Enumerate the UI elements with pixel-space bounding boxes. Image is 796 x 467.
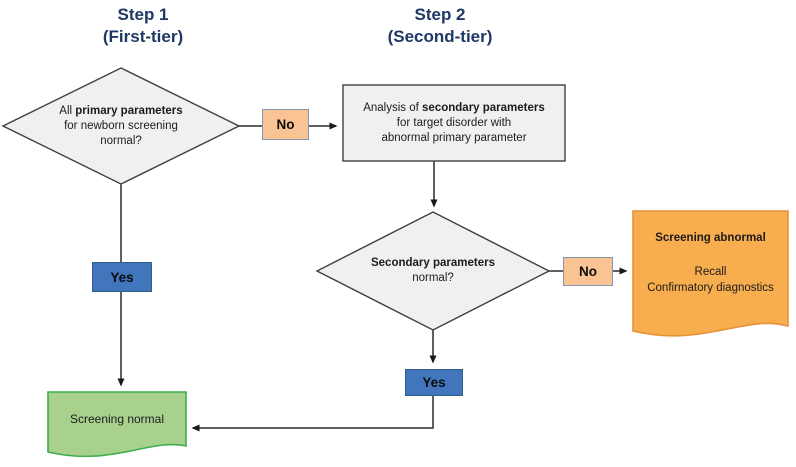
doc-abnormal-title: Screening abnormal	[655, 231, 766, 244]
doc-abnormal-line2: Confirmatory diagnostics	[647, 281, 774, 294]
decision2-line1: Secondary parameters	[371, 256, 495, 271]
decision2-line2: normal?	[412, 272, 454, 284]
process-box-secondary-analysis	[342, 84, 566, 162]
connector-yes2-to-doc-normal	[191, 396, 434, 432]
process1-text: Analysis of secondary parameters for tar…	[343, 85, 565, 161]
process1-line1: Analysis of secondary parameters	[363, 101, 545, 116]
doc-normal-text: Screening normal	[69, 411, 165, 426]
doc-abnormal-text: Screening abnormal Recall Confirmatory d…	[633, 214, 788, 312]
process1-line3: abnormal primary parameter	[381, 131, 527, 144]
header-step2-line2: (Second-tier)	[387, 27, 493, 46]
header-step1-line1: Step 1	[117, 5, 169, 24]
process1-line1-bold: secondary parameters	[422, 101, 545, 114]
process1-line2: for target disorder with	[396, 116, 512, 129]
label-yes-2: Yes	[405, 369, 463, 396]
label-no-1: No	[262, 109, 309, 140]
decision1-line1-normal: All	[59, 104, 76, 117]
decision2-line1-bold: Secondary parameters	[370, 257, 495, 269]
process1-line1-normal: Analysis of	[363, 101, 423, 114]
decision1-line3: normal?	[100, 134, 142, 147]
label-no-2: No	[563, 257, 613, 286]
header-step1-line2: (First-tier)	[102, 27, 184, 46]
decision1-text: All primary parameters for newborn scree…	[21, 82, 221, 170]
decision-diamond-primary-parameters	[1, 67, 241, 185]
document-screening-abnormal	[632, 210, 789, 337]
header-step2: Step 2 (Second-tier)	[365, 4, 515, 48]
header-step1: Step 1 (First-tier)	[68, 4, 218, 48]
label-yes-1: Yes	[92, 262, 152, 292]
decision2-text: Secondary parameters normal?	[333, 240, 533, 302]
document-screening-normal	[47, 391, 187, 458]
decision1-line1-bold: primary parameters	[75, 104, 183, 117]
header-step2-line1: Step 2	[414, 5, 466, 24]
decision1-line1: All primary parameters	[59, 104, 182, 119]
decision1-line2: for newborn screening	[64, 119, 178, 132]
doc-abnormal-line1: Recall	[694, 265, 727, 278]
decision-diamond-secondary-parameters	[315, 211, 551, 331]
